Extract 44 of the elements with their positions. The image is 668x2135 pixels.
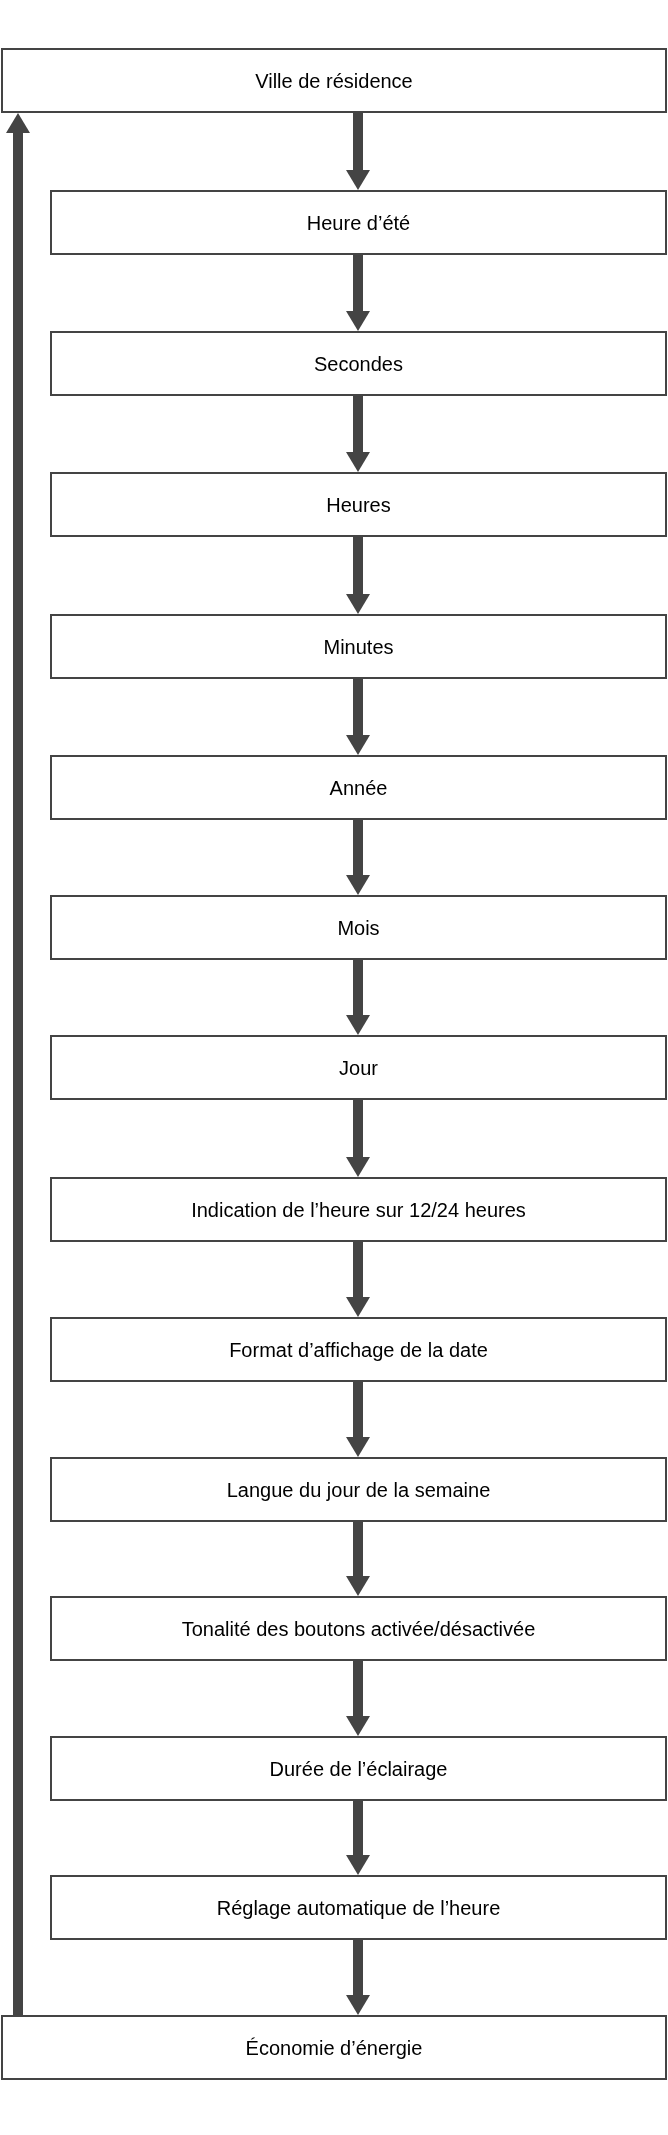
- arrow: [346, 1801, 370, 1875]
- step-label: Minutes: [323, 634, 394, 660]
- arrow: [346, 113, 370, 190]
- step-box: [50, 895, 667, 960]
- step-label: Ville de résidence: [255, 68, 413, 94]
- arrow: [346, 1100, 370, 1177]
- arrow: [346, 960, 370, 1035]
- arrow: [346, 679, 370, 755]
- step-box: [50, 614, 667, 679]
- step-box: [50, 1457, 667, 1522]
- arrow: [346, 396, 370, 472]
- arrow: [346, 537, 370, 614]
- step-label: Heure d’été: [306, 210, 411, 236]
- step-box: [50, 190, 667, 255]
- step-label: Indication de l’heure sur 12/24 heures: [191, 1197, 526, 1223]
- step-label: Langue du jour de la semaine: [226, 1477, 491, 1503]
- arrow: [346, 1661, 370, 1736]
- step-box: [50, 1875, 667, 1940]
- step-label: Secondes: [314, 351, 403, 377]
- step-label: Année: [329, 775, 388, 801]
- arrow: [6, 113, 30, 2015]
- step-box: [50, 755, 667, 820]
- arrow: [346, 820, 370, 895]
- step-label: Réglage automatique de l’heure: [216, 1895, 501, 1921]
- step-label: Heures: [326, 492, 391, 518]
- step-label: Format d’affichage de la date: [229, 1337, 488, 1363]
- step-box: [50, 1736, 667, 1801]
- step-box: [50, 1596, 667, 1661]
- step-box: [50, 1177, 667, 1242]
- step-box: [50, 331, 667, 396]
- step-label: Durée de l’éclairage: [269, 1756, 448, 1782]
- step-label: Économie d’énergie: [245, 2035, 423, 2061]
- arrow: [346, 255, 370, 331]
- step-box: [50, 1035, 667, 1100]
- step-box: [50, 1317, 667, 1382]
- step-label: Tonalité des boutons activée/désactivée: [181, 1616, 536, 1642]
- step-box: [1, 48, 667, 113]
- arrow: [346, 1382, 370, 1457]
- arrow: [346, 1242, 370, 1317]
- step-label: Mois: [337, 915, 380, 941]
- step-box: [50, 472, 667, 537]
- step-box: [1, 2015, 667, 2080]
- arrow: [346, 1522, 370, 1596]
- step-label: Jour: [339, 1055, 378, 1081]
